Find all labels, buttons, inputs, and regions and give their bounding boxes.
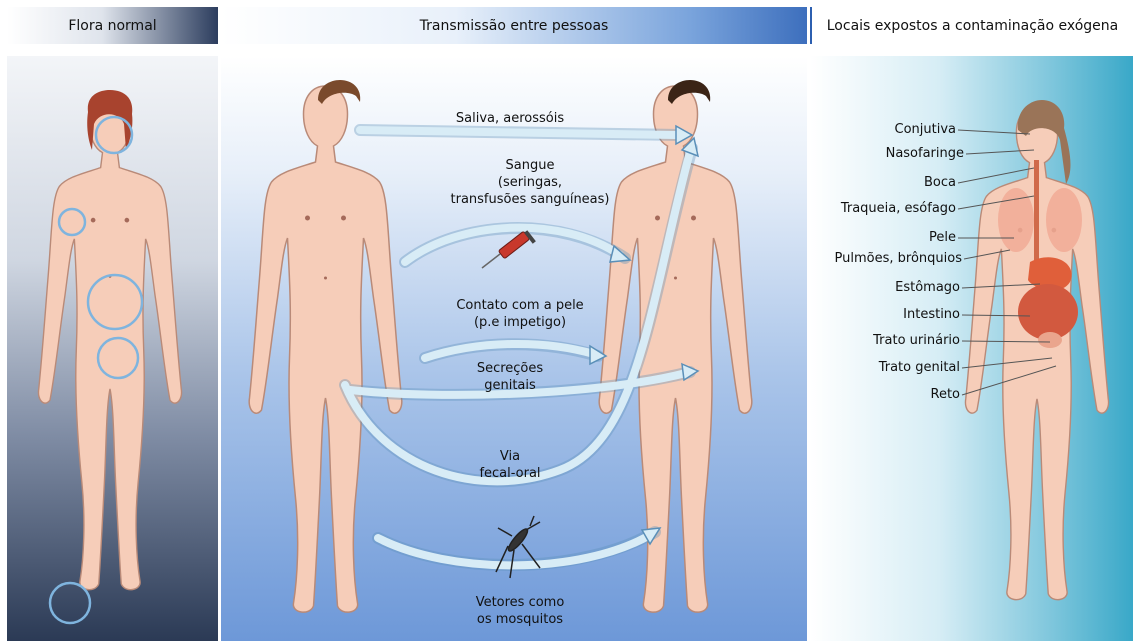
bladder-shape [1038, 332, 1062, 348]
label-blood: Sangue (seringas, transfusões sanguíneas… [420, 157, 640, 208]
intestine-shape [1018, 284, 1078, 340]
label-blood-line1: Sangue [420, 157, 640, 174]
label-skin: Contato com a pele (p.e impetigo) [420, 297, 620, 331]
site-conjutiva: Conjutiva [756, 122, 956, 137]
syringe-icon [482, 230, 536, 268]
site-pulmoes: Pulmões, brônquios [762, 251, 962, 266]
site-nasofaringe: Nasofaringe [764, 146, 964, 161]
label-vectors-line2: os mosquitos [450, 611, 590, 628]
flora-circle-foot [50, 583, 90, 623]
site-reto: Reto [760, 387, 960, 402]
site-intestino: Intestino [760, 307, 960, 322]
label-genital: Secreções genitais [450, 360, 570, 394]
label-skin-line1: Contato com a pele [420, 297, 620, 314]
label-saliva: Saliva, aerossóis [420, 110, 600, 127]
site-estomago: Estômago [760, 280, 960, 295]
label-vectors: Vetores como os mosquitos [450, 594, 590, 628]
site-trato-genital: Trato genital [760, 360, 960, 375]
label-fecal-oral: Via fecal-oral [455, 448, 565, 482]
label-genital-line2: genitais [450, 377, 570, 394]
arrow-saliva [360, 130, 676, 135]
label-blood-line3: transfusões sanguíneas) [420, 191, 640, 208]
site-boca: Boca [756, 175, 956, 190]
label-fecal-line2: fecal-oral [455, 465, 565, 482]
site-pele: Pele [756, 230, 956, 245]
label-vectors-line1: Vetores como [450, 594, 590, 611]
female-figure-left [38, 96, 181, 589]
lung-right-shape [1046, 188, 1082, 252]
label-skin-line2: (p.e impetigo) [420, 314, 620, 331]
esophagus-shape [1034, 160, 1039, 270]
site-trato-urinario: Trato urinário [760, 333, 960, 348]
label-blood-line2: (seringas, [420, 174, 640, 191]
label-genital-line1: Secreções [450, 360, 570, 377]
lung-left-shape [998, 188, 1034, 252]
site-traqueia: Traqueia, esófago [756, 201, 956, 216]
label-fecal-line1: Via [455, 448, 565, 465]
